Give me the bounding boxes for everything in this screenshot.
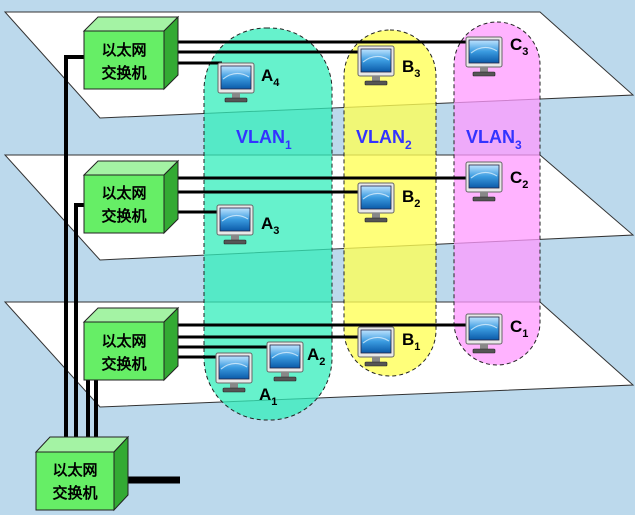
switch-bottom-label-2: 交换机	[101, 355, 146, 373]
computer-label-c3: C3	[510, 35, 528, 58]
switch-middle-label-1: 以太网	[101, 184, 146, 202]
computer-label-a4: A4	[261, 66, 280, 89]
vlan2-label: VLAN2	[356, 127, 412, 152]
computer-label-b2: B2	[402, 187, 420, 210]
computer-label-b3: B3	[402, 57, 420, 80]
switch-top-label-1: 以太网	[101, 41, 146, 59]
switch-middle: 以太网 交换机	[82, 159, 180, 235]
computer-label-c2: C2	[510, 168, 528, 191]
computer-label-a1: A1	[259, 385, 277, 408]
switch-middle-label-2: 交换机	[101, 207, 146, 225]
switch-core-label-2: 交换机	[52, 484, 97, 502]
computer-label-b1: B1	[402, 330, 420, 353]
switch-bottom-label-1: 以太网	[101, 332, 146, 350]
vlan3-label: VLAN3	[466, 127, 522, 152]
vlan3-region	[453, 21, 541, 366]
computer-label-a2: A2	[307, 345, 325, 368]
vlan1-label: VLAN1	[236, 127, 292, 152]
switch-core: 以太网 交换机	[34, 435, 130, 512]
switch-top: 以太网 交换机	[82, 15, 180, 91]
switch-top-label-2: 交换机	[101, 64, 146, 82]
floor-cables	[178, 40, 472, 359]
switch-core-label-1: 以太网	[52, 461, 97, 479]
vlan1-region	[203, 27, 333, 421]
switch-bottom: 以太网 交换机	[82, 306, 180, 382]
computer-label-a3: A3	[261, 214, 279, 237]
computer-label-c1: C1	[510, 317, 528, 340]
